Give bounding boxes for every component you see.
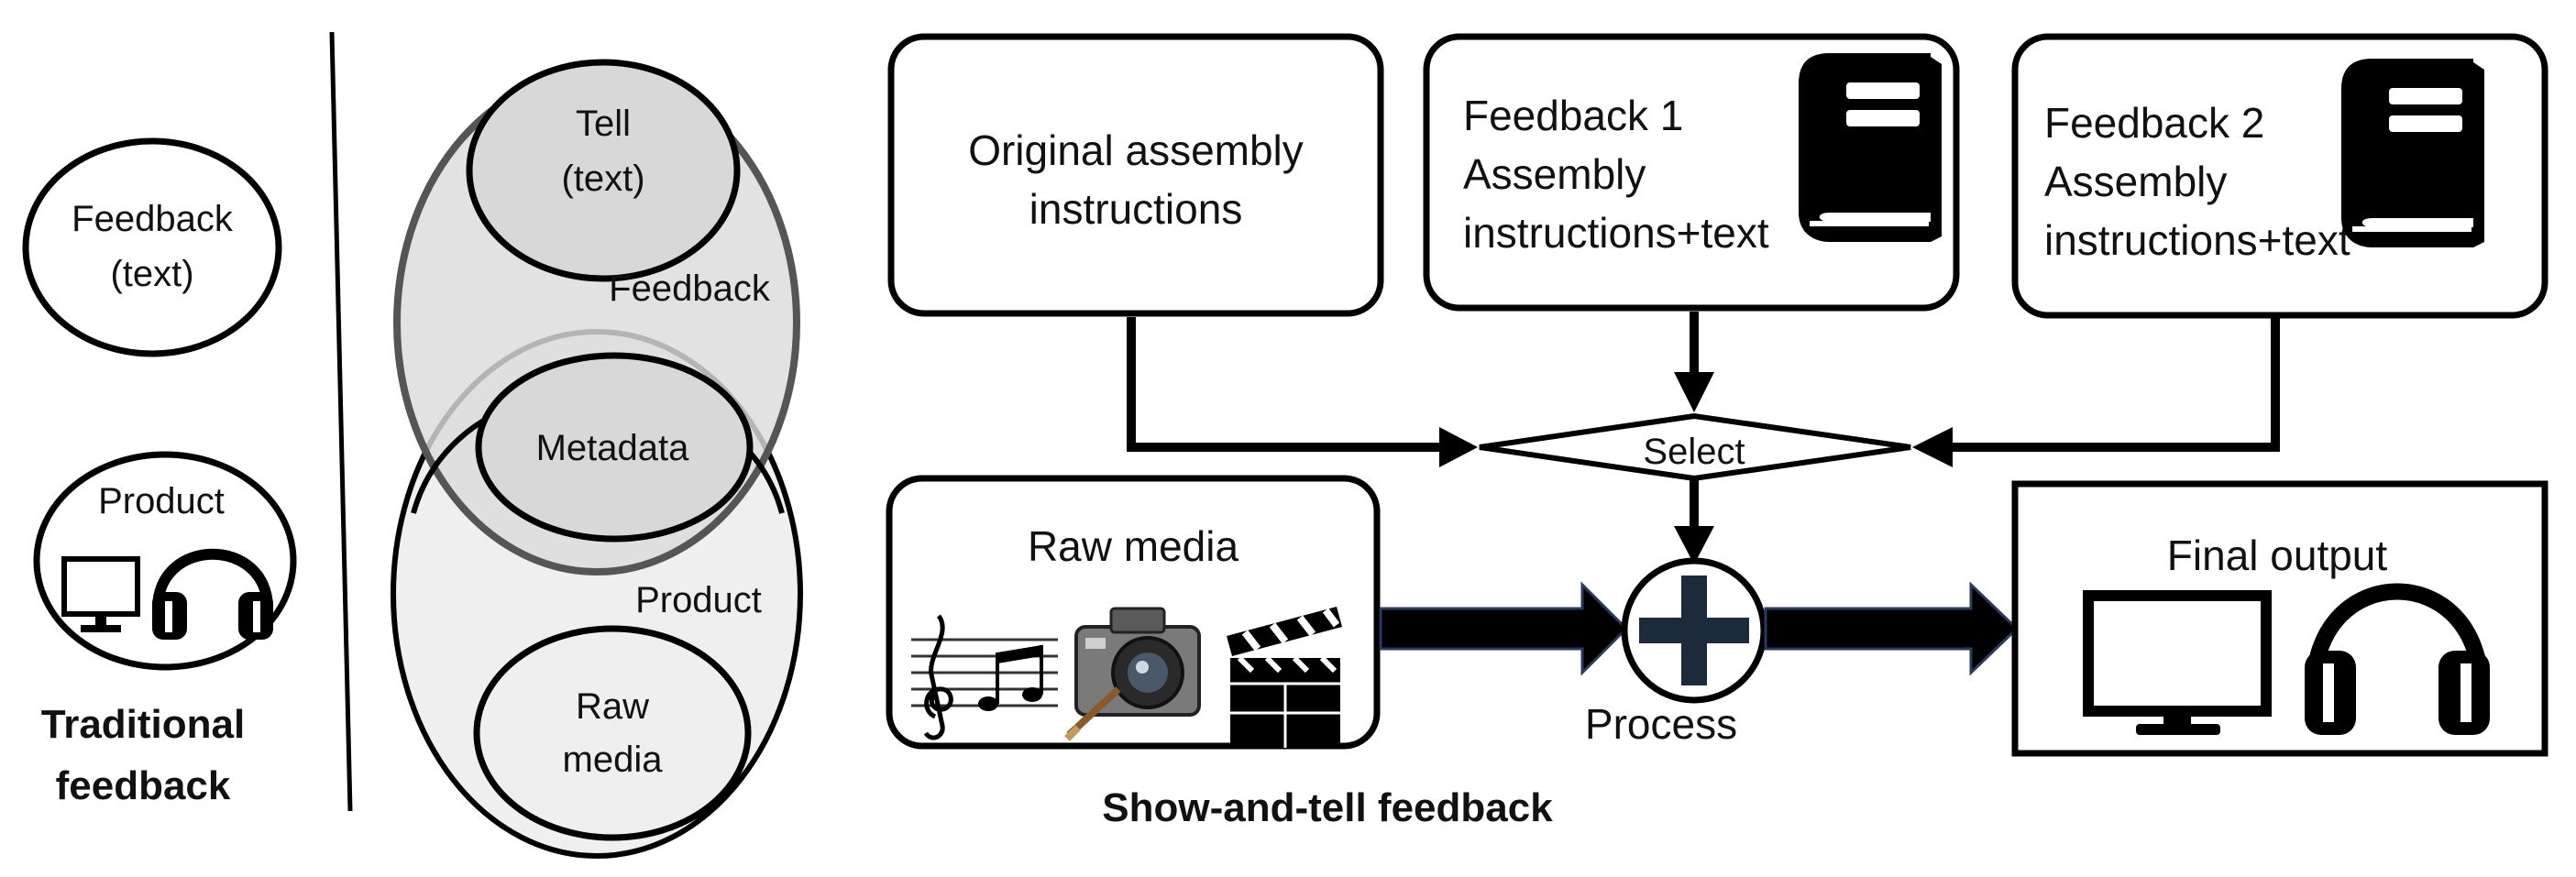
arrow-raw-to-process (1379, 581, 1629, 676)
original-line1: Original assembly (968, 126, 1304, 174)
metadata-label: Metadata (536, 428, 690, 468)
show-and-tell-caption: Show-and-tell feedback (1102, 785, 1553, 830)
tell-ellipse (466, 59, 741, 282)
original-line2: instructions (1029, 185, 1243, 233)
camera-icon (1064, 607, 1201, 741)
select-label: Select (1643, 432, 1745, 472)
tell-line1: Tell (576, 104, 631, 144)
traditional-caption-line2: feedback (56, 763, 231, 808)
clapperboard-icon (1227, 607, 1342, 748)
final-output-label: Final output (2167, 532, 2388, 579)
feedback1-line3: instructions+text (1463, 209, 1769, 257)
tell-line2: (text) (561, 159, 644, 199)
feedback-venn-label: Feedback (609, 269, 771, 309)
monitor-icon (2083, 590, 2272, 735)
feedback-text-line2: (text) (110, 254, 193, 294)
metadata-ellipse (475, 352, 754, 543)
book-icon (2341, 59, 2484, 247)
feedback2-line1: Feedback 2 (2044, 99, 2264, 147)
select-diamond (1479, 412, 1911, 482)
feedback1-line2: Assembly (1463, 150, 1646, 198)
raw-media-ellipse (473, 625, 752, 841)
connector-lines (1127, 312, 2280, 565)
show-and-tell-flow: Original assembly instructions Feedback … (886, 33, 2548, 830)
product-venn-label: Product (635, 580, 762, 620)
raw-line1: Raw (576, 686, 649, 727)
product-label: Product (98, 481, 225, 521)
traditional-caption-line1: Traditional (41, 702, 245, 747)
feedback-text-line1: Feedback (72, 199, 234, 239)
original-instructions-box (887, 33, 1384, 317)
feedback2-line3: instructions+text (2044, 216, 2350, 264)
traditional-feedback-panel: Feedback (text) Product Traditional feed… (22, 137, 297, 808)
raw-line2: media (563, 740, 664, 780)
headphones-icon (2305, 583, 2490, 735)
feedback1-line1: Feedback 1 (1463, 92, 1683, 139)
process-label: Process (1585, 700, 1737, 748)
arrow-process-to-final (1764, 581, 2020, 676)
headphones-icon (152, 548, 273, 640)
feedback2-line2: Assembly (2044, 158, 2227, 205)
book-icon (1799, 53, 1942, 242)
monitor-icon (61, 556, 140, 632)
music-notes-icon (911, 614, 1058, 740)
feedback-text-ellipse (22, 137, 282, 357)
section-divider (329, 31, 353, 812)
raw-media-label: Raw media (1028, 522, 1239, 570)
plus-icon (1639, 576, 1749, 685)
venn-diagram: Tell (text) Feedback Metadata Product Ra… (391, 59, 803, 859)
